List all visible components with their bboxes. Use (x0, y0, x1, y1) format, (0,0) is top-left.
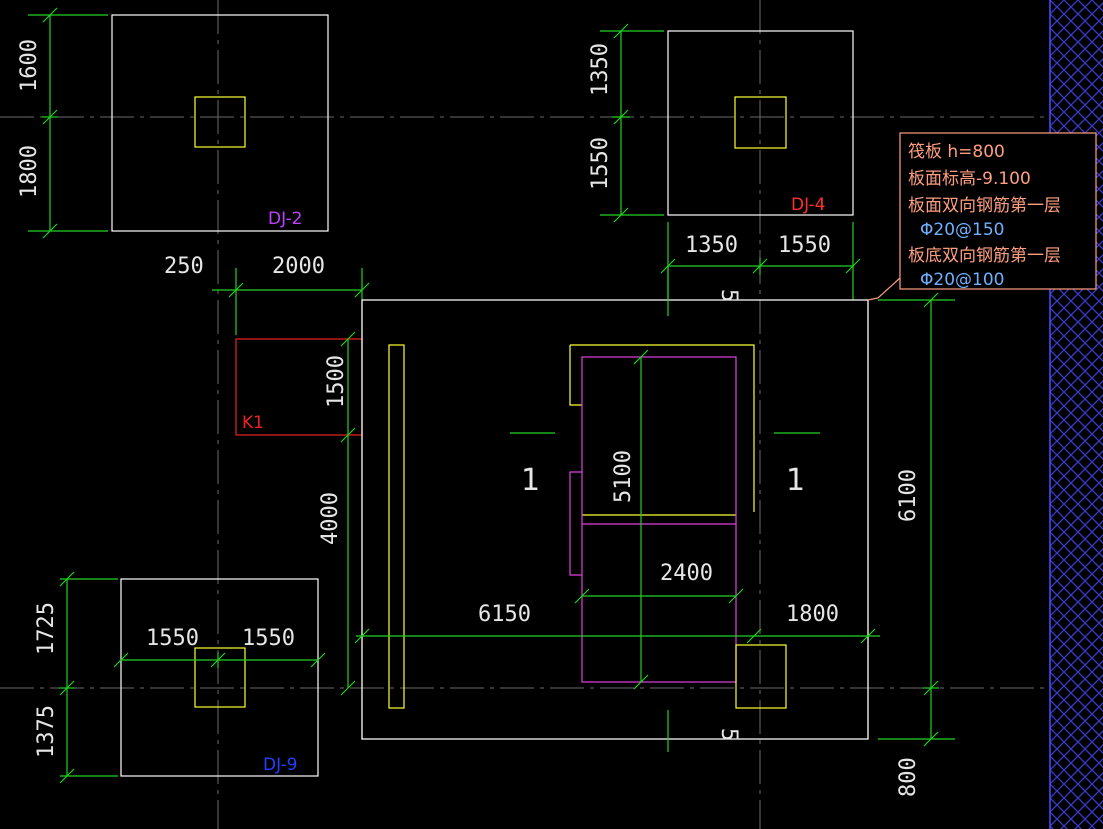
foundation-dj2[interactable]: 1600 1800 DJ-2 (17, 7, 329, 239)
raft-dim-total-height: 6100 (896, 469, 921, 522)
dj2-dim-bottom: 1800 (17, 145, 42, 198)
dj2-dim-top: 1600 (17, 39, 42, 92)
dj4-dim-left: 1350 (685, 233, 738, 258)
note-line-4: Φ20@150 (920, 220, 1004, 240)
dj9-dim-right: 1550 (242, 626, 295, 651)
raft-dim-left-height: 4000 (318, 492, 343, 545)
raft-dim-left-span: 6150 (478, 602, 531, 627)
note-line-2: 板面标高-9.100 (908, 169, 1031, 189)
axis-lines (0, 0, 1050, 829)
raft-dim-offset: 250 (164, 254, 204, 279)
dj2-label: DJ-2 (268, 209, 302, 229)
section-axis-top: 5 (716, 289, 741, 302)
raft-dim-pit-width: 2400 (660, 561, 713, 586)
dj4-label: DJ-4 (791, 195, 825, 215)
k1-label: K1 (242, 413, 264, 433)
section-axis-bottom: 5 (716, 728, 741, 741)
dj9-label: DJ-9 (263, 755, 297, 775)
note-line-3: 板面双向钢筋第一层 (908, 196, 1061, 216)
dj4-dim-bottom: 1550 (588, 137, 613, 190)
section-mark-left: 1 (521, 463, 540, 498)
foundation-dj4[interactable]: 1350 1550 1350 1550 DJ-4 (588, 23, 861, 300)
raft-dim-opening-width: 2000 (272, 254, 325, 279)
foundation-dj9[interactable]: 1725 1375 1550 1550 DJ-9 (34, 571, 326, 784)
raft-dim-right-span: 1800 (786, 602, 839, 627)
retaining-wall-hatch (1049, 0, 1103, 829)
opening-k1[interactable]: K1 1500 250 2000 (164, 254, 370, 443)
dj4-dim-top: 1350 (588, 43, 613, 96)
note-line-1: 筏板 h=800 (908, 142, 1005, 162)
note-line-6: Φ20@100 (920, 270, 1004, 290)
raft-dim-pit-height: 5100 (611, 450, 636, 503)
raft-slab[interactable]: 4000 5100 2400 6150 1800 6100 800 1 1 5 … (318, 265, 955, 797)
raft-dim-edge: 800 (896, 757, 921, 797)
dj9-dim-top: 1725 (34, 602, 59, 655)
raft-note-callout[interactable]: 筏板 h=800 板面标高-9.100 板面双向钢筋第一层 Φ20@150 板底… (867, 132, 1097, 301)
dj9-dim-left: 1550 (146, 626, 199, 651)
note-line-5: 板底双向钢筋第一层 (908, 246, 1061, 266)
dj4-dim-right: 1550 (778, 233, 831, 258)
dj9-dim-bottom: 1375 (34, 705, 59, 758)
k1-dim-height: 1500 (324, 355, 349, 408)
section-mark-right: 1 (786, 463, 805, 498)
